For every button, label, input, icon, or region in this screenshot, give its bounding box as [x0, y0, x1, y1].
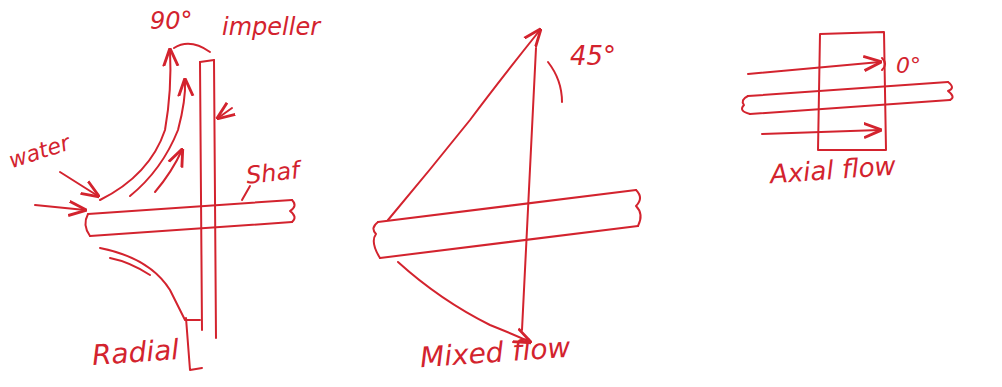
part-label: impeller	[222, 14, 320, 40]
pump-type-label: Axial flow	[769, 152, 896, 189]
angle-label: 90°	[150, 8, 193, 34]
flow-label: water	[6, 131, 73, 173]
angle-label: 45°	[570, 42, 616, 71]
axial-flow-impeller	[742, 32, 953, 150]
pump-type-label: Mixed flow	[419, 333, 571, 374]
part-label: Shaf	[245, 157, 301, 189]
radial-impeller	[35, 44, 295, 370]
pump-type-label: Radial	[91, 335, 180, 372]
angle-label: 0°	[896, 54, 921, 78]
mixed-flow-impeller	[373, 30, 640, 342]
